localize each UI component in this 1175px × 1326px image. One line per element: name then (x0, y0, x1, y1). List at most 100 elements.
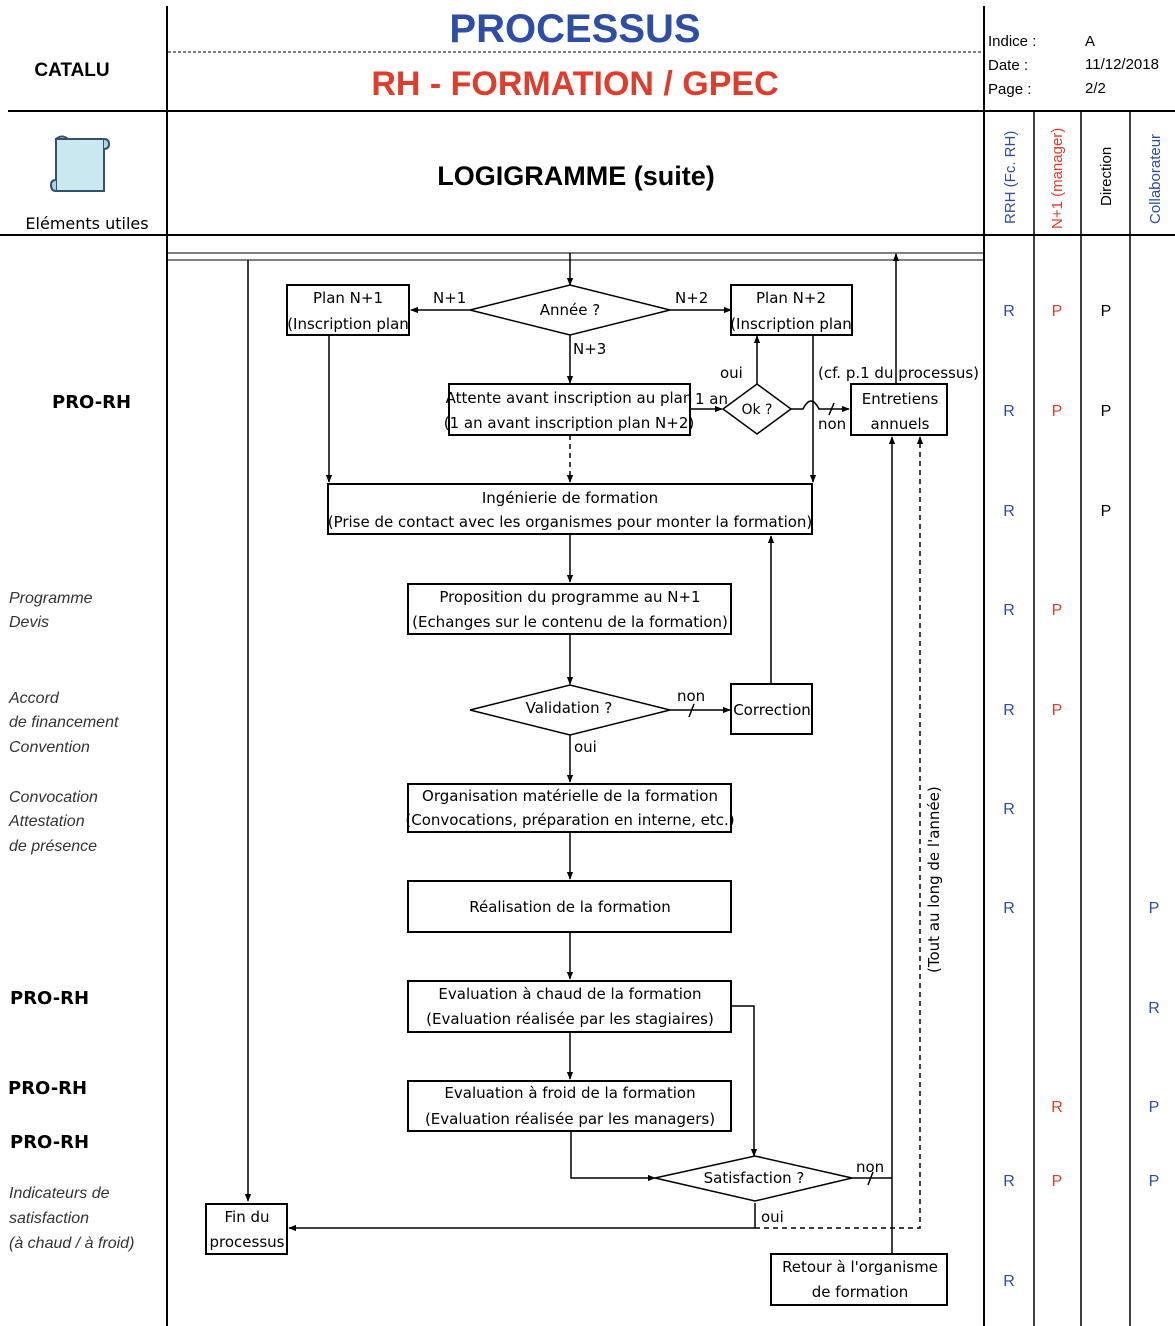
raci-cell: P (1052, 403, 1063, 420)
box-correction: Correction (730, 683, 813, 735)
box-eval-froid: Evaluation à froid de la formation (Eval… (407, 1080, 732, 1132)
section-heading: LOGIGRAMME (suite) (437, 161, 715, 191)
box-eval-froid-title: Evaluation à froid de la formation (444, 1084, 695, 1102)
edge-label-n3: N+3 (573, 340, 606, 358)
box-organisation: Organisation matérielle de la formation … (405, 783, 735, 833)
raci-cell: P (1052, 702, 1063, 719)
box-retour-organisme: Retour à l'organisme de formation (770, 1253, 948, 1306)
document-meta: Indice : A Date : 11/12/2018 Page : 2/2 (988, 33, 1159, 98)
raci-cell: P (1052, 303, 1063, 320)
edge-label-tout-annee: (Tout au long de l'année) (925, 786, 943, 973)
note-attestation: Attestation (8, 813, 85, 830)
box-proposition-sub: (Echanges sur le contenu de la formation… (412, 613, 728, 631)
raci-cell: R (1003, 1173, 1015, 1190)
note-presence: de présence (9, 838, 97, 855)
left-notes: PRO-RH Programme Devis Accord de finance… (8, 392, 134, 1252)
raci-cell: R (1003, 303, 1015, 320)
raci-cell: R (1003, 801, 1015, 818)
raci-cell: R (1003, 702, 1015, 719)
box-plan-n2-sub: (Inscription plan (730, 315, 852, 333)
raci-cell: P (1052, 602, 1063, 619)
box-proposition: Proposition du programme au N+1 (Echange… (407, 583, 732, 635)
edge-label-oui: oui (720, 364, 743, 382)
edge-label-1an: 1 an (695, 390, 728, 408)
decision-validation: Validation ? (469, 684, 671, 736)
box-plan-n1-title: Plan N+1 (313, 289, 383, 307)
decision-annee: Année ? (469, 284, 671, 336)
note-convocation: Convocation (9, 789, 98, 806)
note-pro-rh: PRO-RH (10, 988, 89, 1009)
decision-ok-label: Ok ? (741, 402, 772, 418)
note-pro-rh: PRO-RH (52, 392, 131, 413)
decision-ok: Ok ? (721, 383, 793, 435)
edge-label-cf: (cf. p.1 du processus) (818, 364, 979, 382)
box-attente: Attente avant inscription au plan (1 an … (444, 383, 694, 436)
decision-validation-label: Validation ? (526, 699, 613, 717)
note-programme: Programme (9, 590, 93, 607)
box-eval-chaud: Evaluation à chaud de la formation (Eval… (407, 980, 732, 1033)
flow-slash-marks (688, 402, 874, 1186)
edge-label-n1: N+1 (433, 289, 466, 307)
box-plan-n2: Plan N+2 (Inscription plan (730, 284, 853, 336)
note-convention: Convention (9, 739, 90, 756)
box-realisation-label: Réalisation de la formation (469, 898, 671, 916)
flowchart: Année ? Plan N+1 (Inscription plan Plan … (168, 252, 983, 1306)
box-fin-sub: processus (210, 1233, 285, 1251)
note-accord: Accord (8, 690, 60, 707)
raci-cell: R (1051, 1099, 1063, 1116)
raci-cell: P (1149, 1099, 1160, 1116)
decision-satisfaction: Satisfaction ? (654, 1155, 853, 1202)
meta-page-value: 2/2 (1085, 80, 1106, 97)
box-entretiens-title: Entretiens (862, 390, 939, 408)
edge-label-oui: oui (761, 1208, 784, 1226)
meta-date-value: 11/12/2018 (1085, 56, 1159, 73)
box-ingenierie-sub: (Prise de contact avec les organismes po… (328, 513, 813, 531)
page-title: PROCESSUS (449, 7, 700, 51)
raci-cell: P (1101, 503, 1112, 520)
note-pro-rh: PRO-RH (10, 1132, 89, 1153)
edge-label-non: non (856, 1158, 884, 1176)
note-satisfaction: satisfaction (9, 1210, 89, 1227)
company-name: CATALU (34, 60, 109, 81)
note-financement: de financement (9, 714, 119, 731)
raci-cell: R (1003, 900, 1015, 917)
box-proposition-title: Proposition du programme au N+1 (439, 588, 700, 606)
note-chaud-froid: (à chaud / à froid) (9, 1235, 134, 1252)
raci-cell: P (1101, 303, 1112, 320)
decision-satisfaction-label: Satisfaction ? (704, 1169, 805, 1187)
note-pro-rh: PRO-RH (8, 1078, 87, 1099)
box-entretiens: Entretiens annuels (850, 383, 948, 436)
scroll-icon (49, 135, 111, 192)
box-plan-n1: Plan N+1 (Inscription plan (286, 284, 410, 336)
box-retour-sub: de formation (812, 1283, 908, 1301)
role-column-lines (1033, 111, 1131, 1326)
edge-label-non: non (818, 415, 846, 433)
page-subtitle: RH - FORMATION / GPEC (371, 65, 778, 103)
box-eval-chaud-sub: (Evaluation réalisée par les stagiaires) (426, 1010, 714, 1028)
note-devis: Devis (9, 614, 49, 631)
edge-label-oui: oui (574, 738, 597, 756)
raci-cell: P (1149, 1173, 1160, 1190)
box-organisation-title: Organisation matérielle de la formation (422, 787, 718, 805)
box-fin-processus: Fin du processus (205, 1203, 288, 1255)
flow-connectors (244, 253, 924, 1254)
meta-date-label: Date : (988, 57, 1028, 74)
box-fin-title: Fin du (224, 1208, 269, 1226)
edge-label-non: non (677, 687, 705, 705)
box-retour-title: Retour à l'organisme (782, 1258, 938, 1276)
role-headers: RRH (Fc. RH) N+1 (manager) Direction Col… (1002, 128, 1164, 229)
role-header-rrh: RRH (Fc. RH) (1002, 131, 1019, 224)
raci-cell: R (1003, 403, 1015, 420)
role-header-manager: N+1 (manager) (1049, 128, 1066, 229)
box-eval-chaud-title: Evaluation à chaud de la formation (438, 985, 701, 1003)
role-header-direction: Direction (1098, 147, 1115, 206)
header-frame (0, 6, 1175, 1326)
box-ingenierie-title: Ingénierie de formation (482, 489, 658, 507)
raci-cell: R (1003, 602, 1015, 619)
useful-elements-label: Eléments utiles (25, 214, 148, 233)
edge-label-n2: N+2 (675, 289, 708, 307)
raci-cell: R (1003, 503, 1015, 520)
edge-labels: N+1 N+2 N+3 oui 1 an (cf. p.1 du process… (433, 289, 979, 1226)
